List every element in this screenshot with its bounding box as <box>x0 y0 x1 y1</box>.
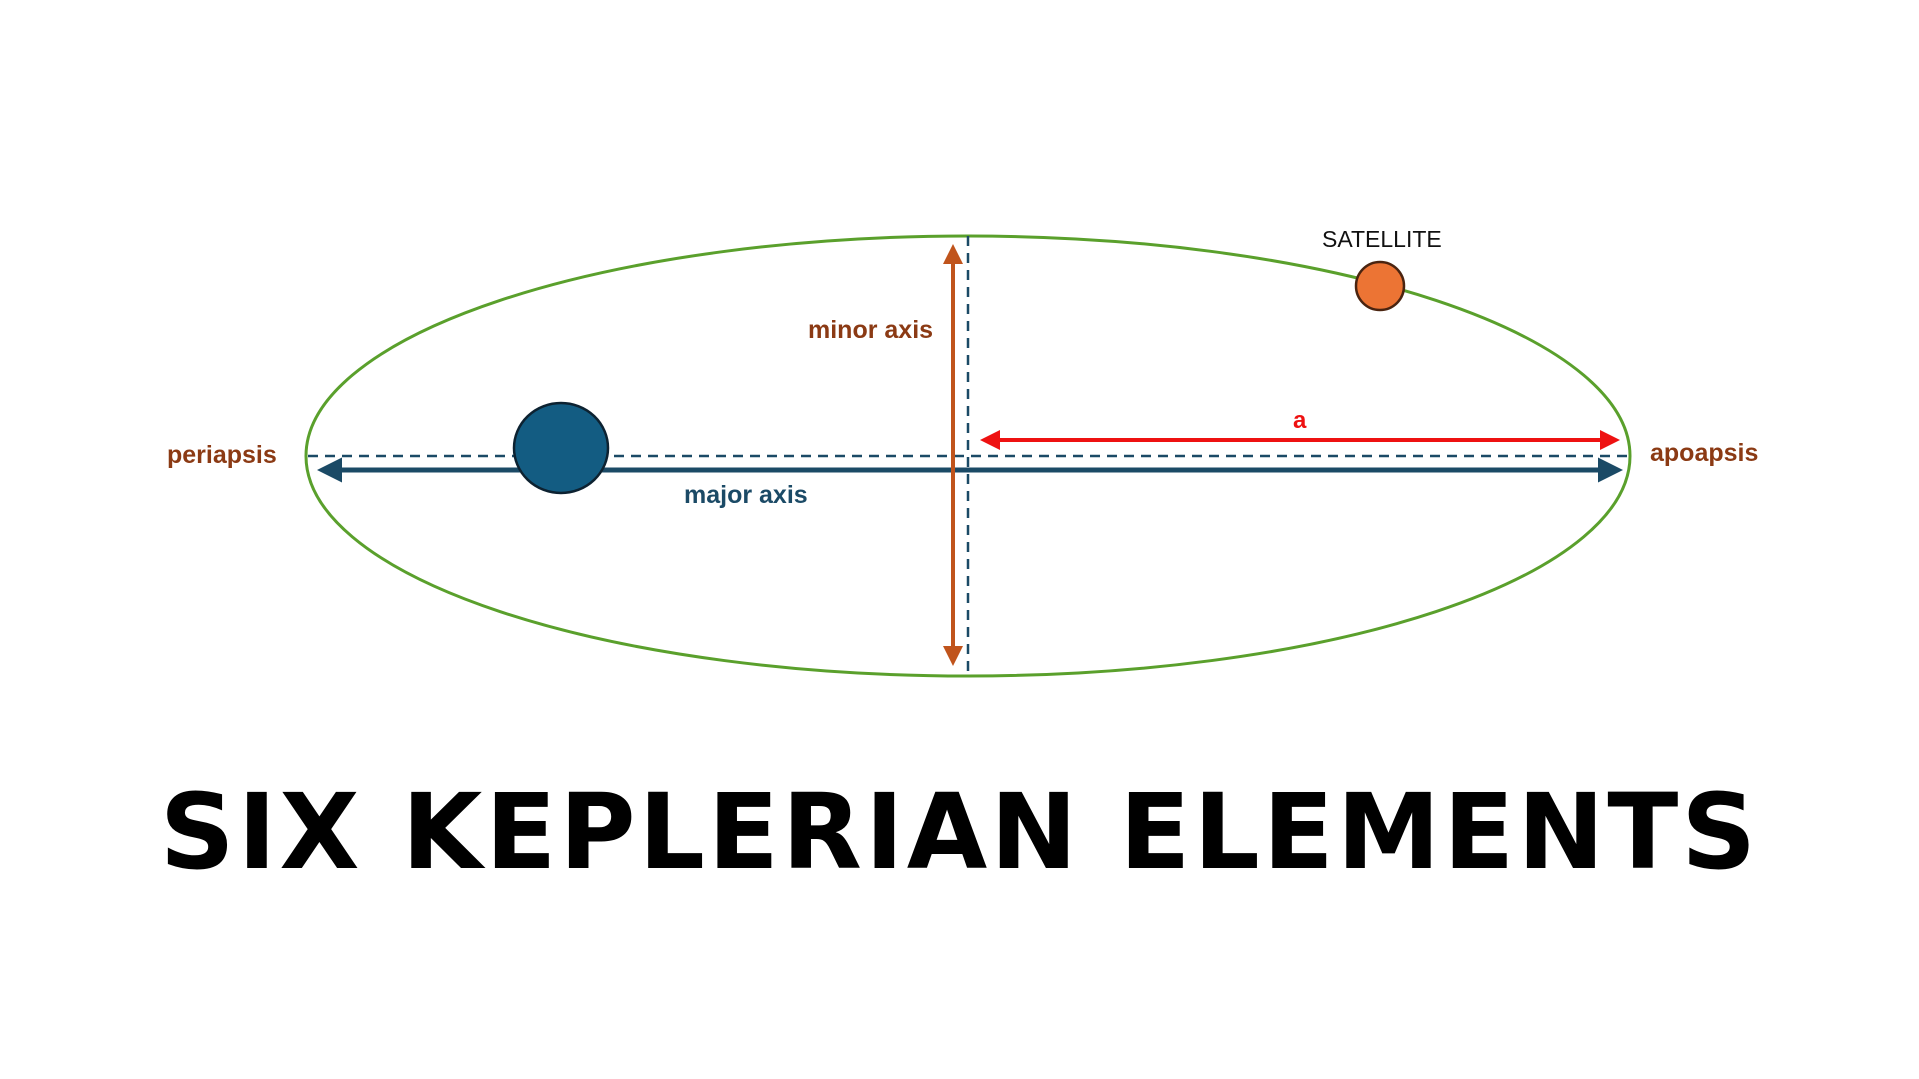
periapsis-label: periapsis <box>167 441 277 469</box>
major-axis-label: major axis <box>684 481 808 509</box>
central-body <box>512 401 610 495</box>
satellite-label: SATELLITE <box>1322 226 1442 252</box>
semi-major-axis-label: a <box>1293 407 1307 434</box>
satellite-body <box>1354 260 1406 312</box>
page-title: SIX KEPLERIAN ELEMENTS <box>159 771 1760 893</box>
minor-axis-label: minor axis <box>808 316 933 344</box>
apoapsis-label: apoapsis <box>1650 439 1758 467</box>
